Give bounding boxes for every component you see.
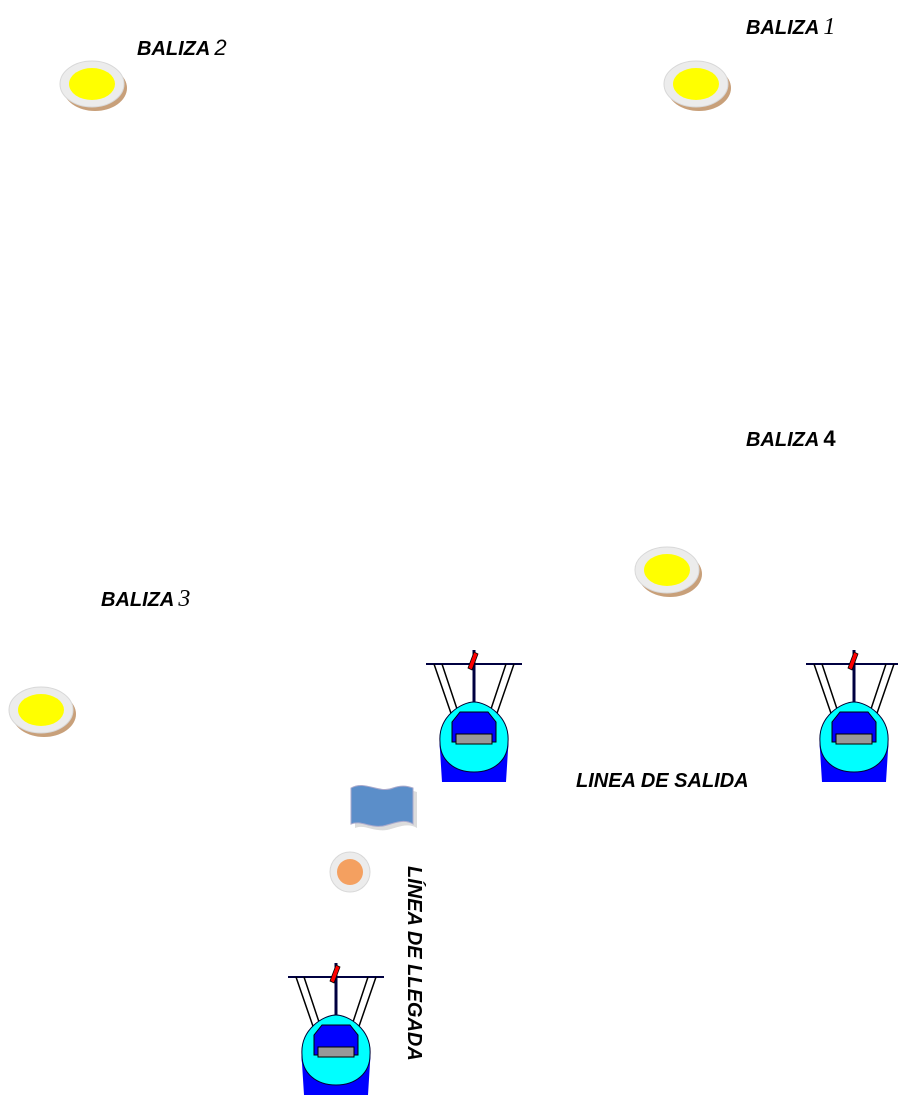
start-boat-right (804, 650, 898, 800)
buoy-1 (661, 56, 733, 114)
finish-buoy (329, 851, 371, 893)
finish-flag-icon (350, 784, 417, 831)
finish-boat (286, 963, 386, 1113)
buoy-4 (632, 542, 704, 600)
finish-line-label: LÍNEA DE LLEGADA (403, 866, 425, 1061)
buoy-2 (57, 56, 129, 114)
buoy-3 (6, 682, 78, 740)
start-line-label: LINEA DE SALIDA (576, 770, 749, 792)
start-boat-left (424, 650, 524, 800)
